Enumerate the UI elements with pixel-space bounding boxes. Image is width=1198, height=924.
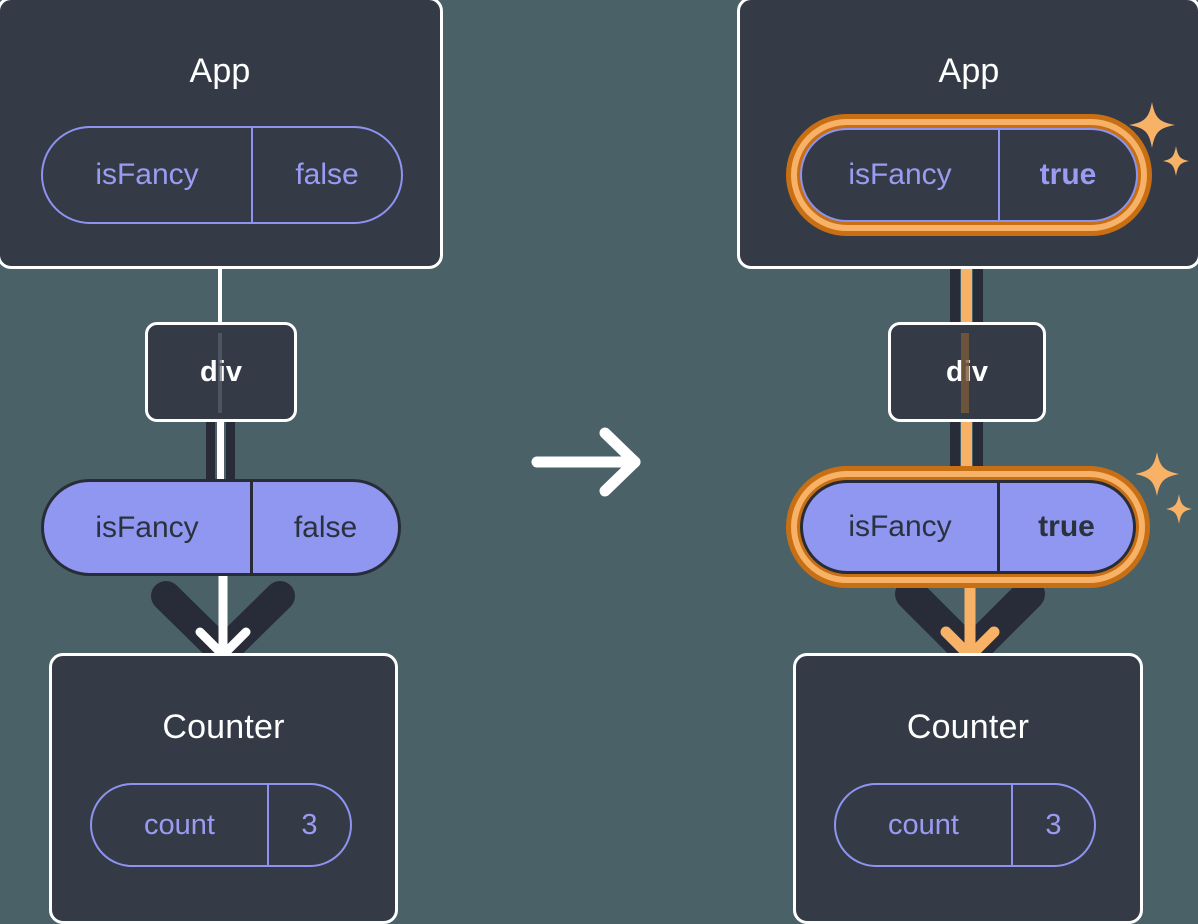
counter-title-after: Counter <box>906 708 1030 746</box>
counter-title-before: Counter <box>162 708 285 746</box>
count-pill-key-after: count <box>888 808 959 841</box>
props-pill-key-before: isFancy <box>95 510 199 544</box>
state-pill-value-before: false <box>251 128 401 222</box>
props-pill-isfancy-after[interactable]: isFancy true <box>800 480 1136 574</box>
count-pill-value-after: 3 <box>1011 785 1094 865</box>
connector-div-to-props-dark-right-after <box>973 415 983 495</box>
sparkles-icon-app-after <box>1128 100 1190 184</box>
connector-app-to-div-orange-after <box>961 218 972 330</box>
connector-div-to-props-white-before <box>217 415 224 495</box>
transition-arrow-icon <box>531 427 645 497</box>
connector-div-to-props-dark-right-before <box>226 415 235 495</box>
count-pill-value-before: 3 <box>267 785 350 865</box>
sparkles-icon-props-after <box>1135 450 1192 530</box>
props-pill-value-before: false <box>250 482 398 573</box>
props-pill-key-after: isFancy <box>848 510 952 543</box>
state-pill-key-after: isFancy <box>848 158 952 191</box>
connector-app-to-div-dark-left-after <box>950 218 960 330</box>
connector-div-to-props-dark-left-after <box>950 415 960 495</box>
props-pill-isfancy-before[interactable]: isFancy false <box>41 479 401 576</box>
state-pill-key-before: isFancy <box>95 158 199 191</box>
div-inner-line-after <box>961 333 969 413</box>
state-pill-value-after: true <box>998 130 1136 220</box>
connector-app-to-div-before <box>218 220 222 330</box>
state-pill-isfancy-before[interactable]: isFancy false <box>41 126 403 224</box>
div-inner-line-before <box>218 333 222 413</box>
count-pill-key-before: count <box>144 808 215 841</box>
state-pill-count-after[interactable]: count 3 <box>834 783 1096 867</box>
app-title-after: App <box>938 52 1000 90</box>
connector-div-to-props-orange-after <box>961 415 972 495</box>
state-pill-count-before[interactable]: count 3 <box>90 783 352 867</box>
connector-app-to-div-dark-right-after <box>973 218 983 330</box>
state-pill-isfancy-after[interactable]: isFancy true <box>800 128 1138 222</box>
app-title-before: App <box>189 52 251 90</box>
props-pill-value-after: true <box>997 483 1133 571</box>
connector-div-to-props-dark-left-before <box>206 415 215 495</box>
props-flow-arrow-before <box>140 570 306 666</box>
